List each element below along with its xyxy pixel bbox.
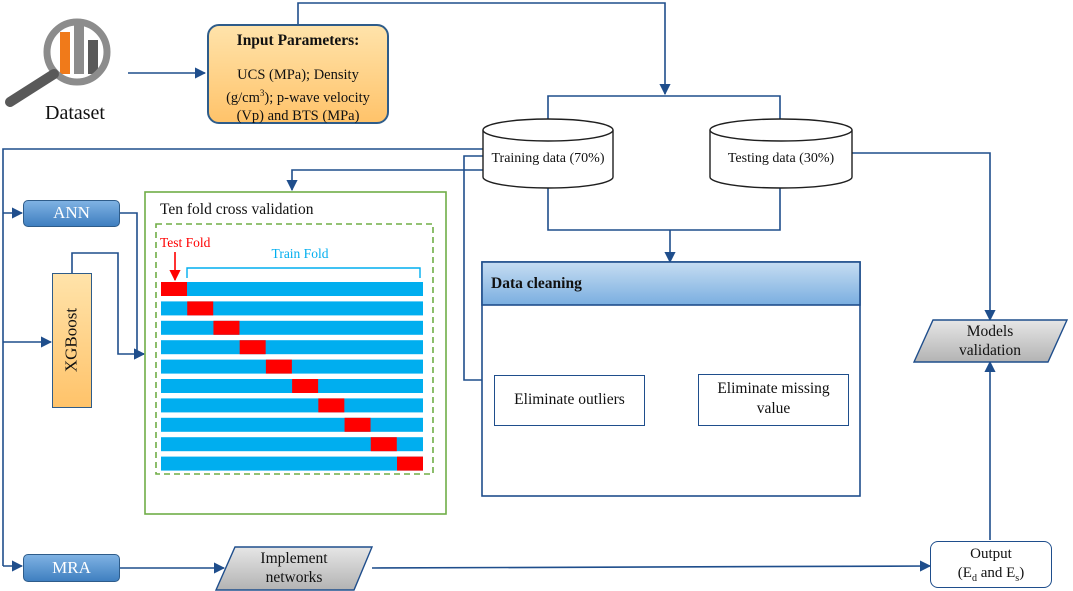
test-fold-block — [239, 340, 266, 355]
eliminate-outliers-box: Eliminate outliers — [494, 375, 645, 426]
input-parameters-text: UCS (MPa); Density (g/cm3); p-wave veloc… — [209, 66, 387, 125]
eliminate-missing-box: Eliminate missing value — [698, 374, 849, 426]
training-data-label: Training data (70%) — [491, 151, 605, 166]
xgboost-label: XGBoost — [61, 307, 81, 373]
connector-lines — [2, 2, 996, 574]
implement-networks-label: Implement networks — [224, 549, 364, 587]
train-fold-bar — [161, 340, 423, 355]
train-fold-bar — [161, 437, 423, 452]
test-fold-block — [161, 282, 187, 296]
ann-label: ANN — [53, 203, 90, 222]
data-cleaning-title: Data cleaning — [491, 275, 582, 292]
eliminate-missing-line2: value — [756, 400, 791, 417]
test-fold-block — [292, 379, 319, 393]
dataset-label: Dataset — [45, 102, 105, 124]
input-parameters-line1: UCS (MPa); Density — [237, 67, 359, 83]
data-cleaning-header — [481, 261, 861, 306]
output-close: ) — [1019, 565, 1025, 581]
input-parameters-line2-sup: 3 — [259, 88, 265, 98]
output-title: Output — [970, 546, 1012, 562]
eliminate-missing-line1: Eliminate missing — [717, 380, 830, 397]
train-fold-bracket — [186, 267, 421, 278]
output-open: (E — [957, 565, 972, 581]
test-fold-block — [344, 417, 371, 432]
test-fold-block — [187, 301, 214, 316]
mra-label: MRA — [52, 558, 91, 577]
cross-validation-inner-box — [155, 223, 434, 475]
input-parameters-line2-pre: (g/cm — [226, 89, 260, 106]
input-parameters-box: Input Parameters: UCS (MPa); Density (g/… — [207, 24, 389, 124]
input-parameters-line2-post: ); p-wave velocity — [264, 89, 370, 106]
ann-model-box: ANN — [23, 200, 120, 227]
cross-validation-title: Ten fold cross validation — [160, 201, 314, 218]
test-fold-label: Test Fold — [160, 235, 211, 250]
output-sub-s: s — [1015, 573, 1020, 584]
implement-networks-shape — [214, 546, 374, 591]
train-fold-bar — [161, 320, 423, 335]
train-fold-bar — [161, 301, 423, 316]
input-parameters-line3: (Vp) and BTS (MPa) — [236, 107, 360, 124]
test-fold-block — [318, 398, 345, 413]
output-box: Output (Ed and Es) — [930, 541, 1052, 588]
test-fold-block — [213, 320, 240, 335]
xgboost-model-box: XGBoost — [52, 273, 92, 408]
models-validation-label: Models validation — [920, 322, 1060, 360]
input-parameters-title: Input Parameters: — [236, 32, 360, 49]
testing-data-label: Testing data (30%) — [727, 151, 835, 166]
fold-rows — [161, 282, 423, 471]
train-fold-bar — [161, 398, 423, 413]
output-sub-d: d — [971, 573, 977, 584]
train-fold-bar — [161, 379, 423, 393]
magnifier-bar-chart-icon — [5, 18, 111, 107]
implement-networks-line1: Implement — [260, 550, 328, 567]
mra-model-box: MRA — [23, 554, 120, 582]
test-fold-block — [265, 359, 292, 374]
output-mid: and E — [976, 565, 1016, 581]
training-data-cylinder — [482, 118, 614, 189]
train-fold-bar — [161, 359, 423, 374]
testing-data-cylinder — [709, 118, 853, 189]
train-fold-bar — [161, 456, 423, 471]
test-fold-block — [397, 456, 423, 471]
models-validation-line1: Models — [966, 323, 1014, 340]
test-fold-block — [370, 437, 397, 452]
train-fold-bar — [161, 417, 423, 432]
models-validation-shape — [912, 319, 1069, 363]
train-fold-label: Train Fold — [271, 246, 329, 261]
implement-networks-line2: networks — [265, 569, 323, 586]
train-fold-bar — [161, 282, 423, 296]
eliminate-outliers-label: Eliminate outliers — [514, 391, 625, 408]
models-validation-line2: validation — [959, 342, 1021, 359]
